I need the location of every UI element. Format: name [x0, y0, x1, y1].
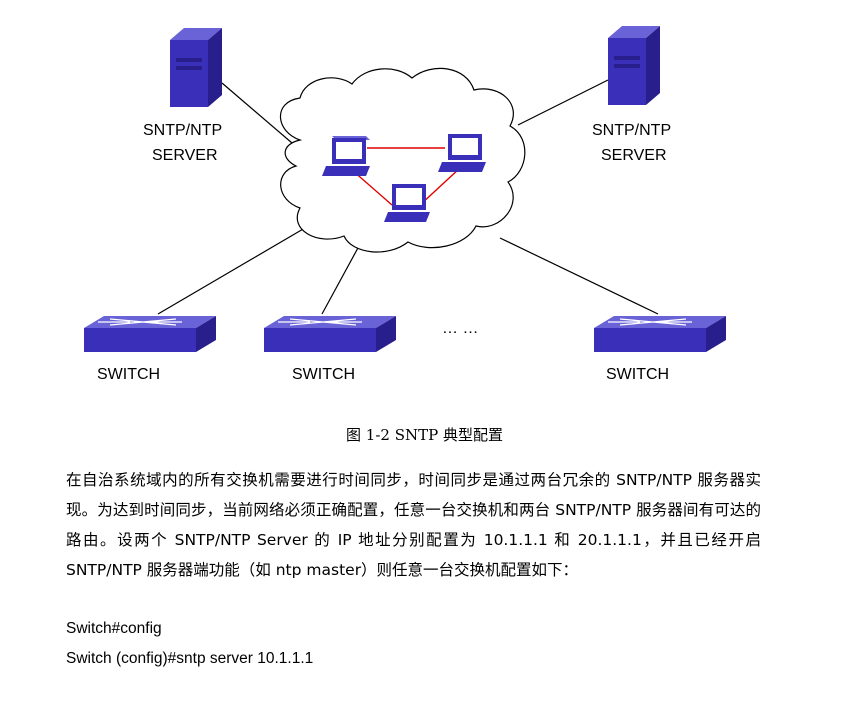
red-link-right-bottom: [419, 167, 461, 206]
switch-1-label: SWITCH: [97, 366, 161, 383]
command-line-2: Switch (config)#sntp server 10.1.1.1: [66, 650, 314, 667]
more-switches-ellipsis: … …: [442, 320, 479, 337]
switch-1-icon: [84, 316, 216, 352]
network-cloud: [279, 67, 526, 253]
link-cloud-switch-1: [157, 224, 311, 315]
link-right-server-cloud: [517, 79, 609, 126]
server-left-label-line2: SERVER: [152, 147, 218, 164]
command-line-1: Switch#config: [66, 620, 162, 637]
pc-bottom-icon: [384, 184, 430, 222]
switch-2-icon: [264, 316, 396, 352]
server-left-label-line1: SNTP/NTP: [143, 122, 223, 139]
link-left-server-cloud: [221, 82, 293, 144]
server-right-label-line2: SERVER: [601, 147, 667, 164]
pc-left-icon: [322, 136, 370, 176]
server-right-icon: [608, 26, 660, 105]
switch-3-icon: [594, 316, 726, 352]
server-right-label-line1: SNTP/NTP: [592, 122, 672, 139]
figure-caption: 图 1-2 SNTP 典型配置: [346, 426, 503, 444]
switch-2-label: SWITCH: [292, 366, 356, 383]
server-left-icon: [170, 28, 222, 107]
description-paragraph: 在自治系统域内的所有交换机需要进行时间同步，时间同步是通过两台冗余的 SNTP/…: [66, 471, 761, 579]
switch-3-label: SWITCH: [606, 366, 670, 383]
link-cloud-switch-4: [499, 237, 659, 315]
network-topology-diagram: [84, 26, 726, 352]
pc-right-icon: [438, 134, 486, 172]
